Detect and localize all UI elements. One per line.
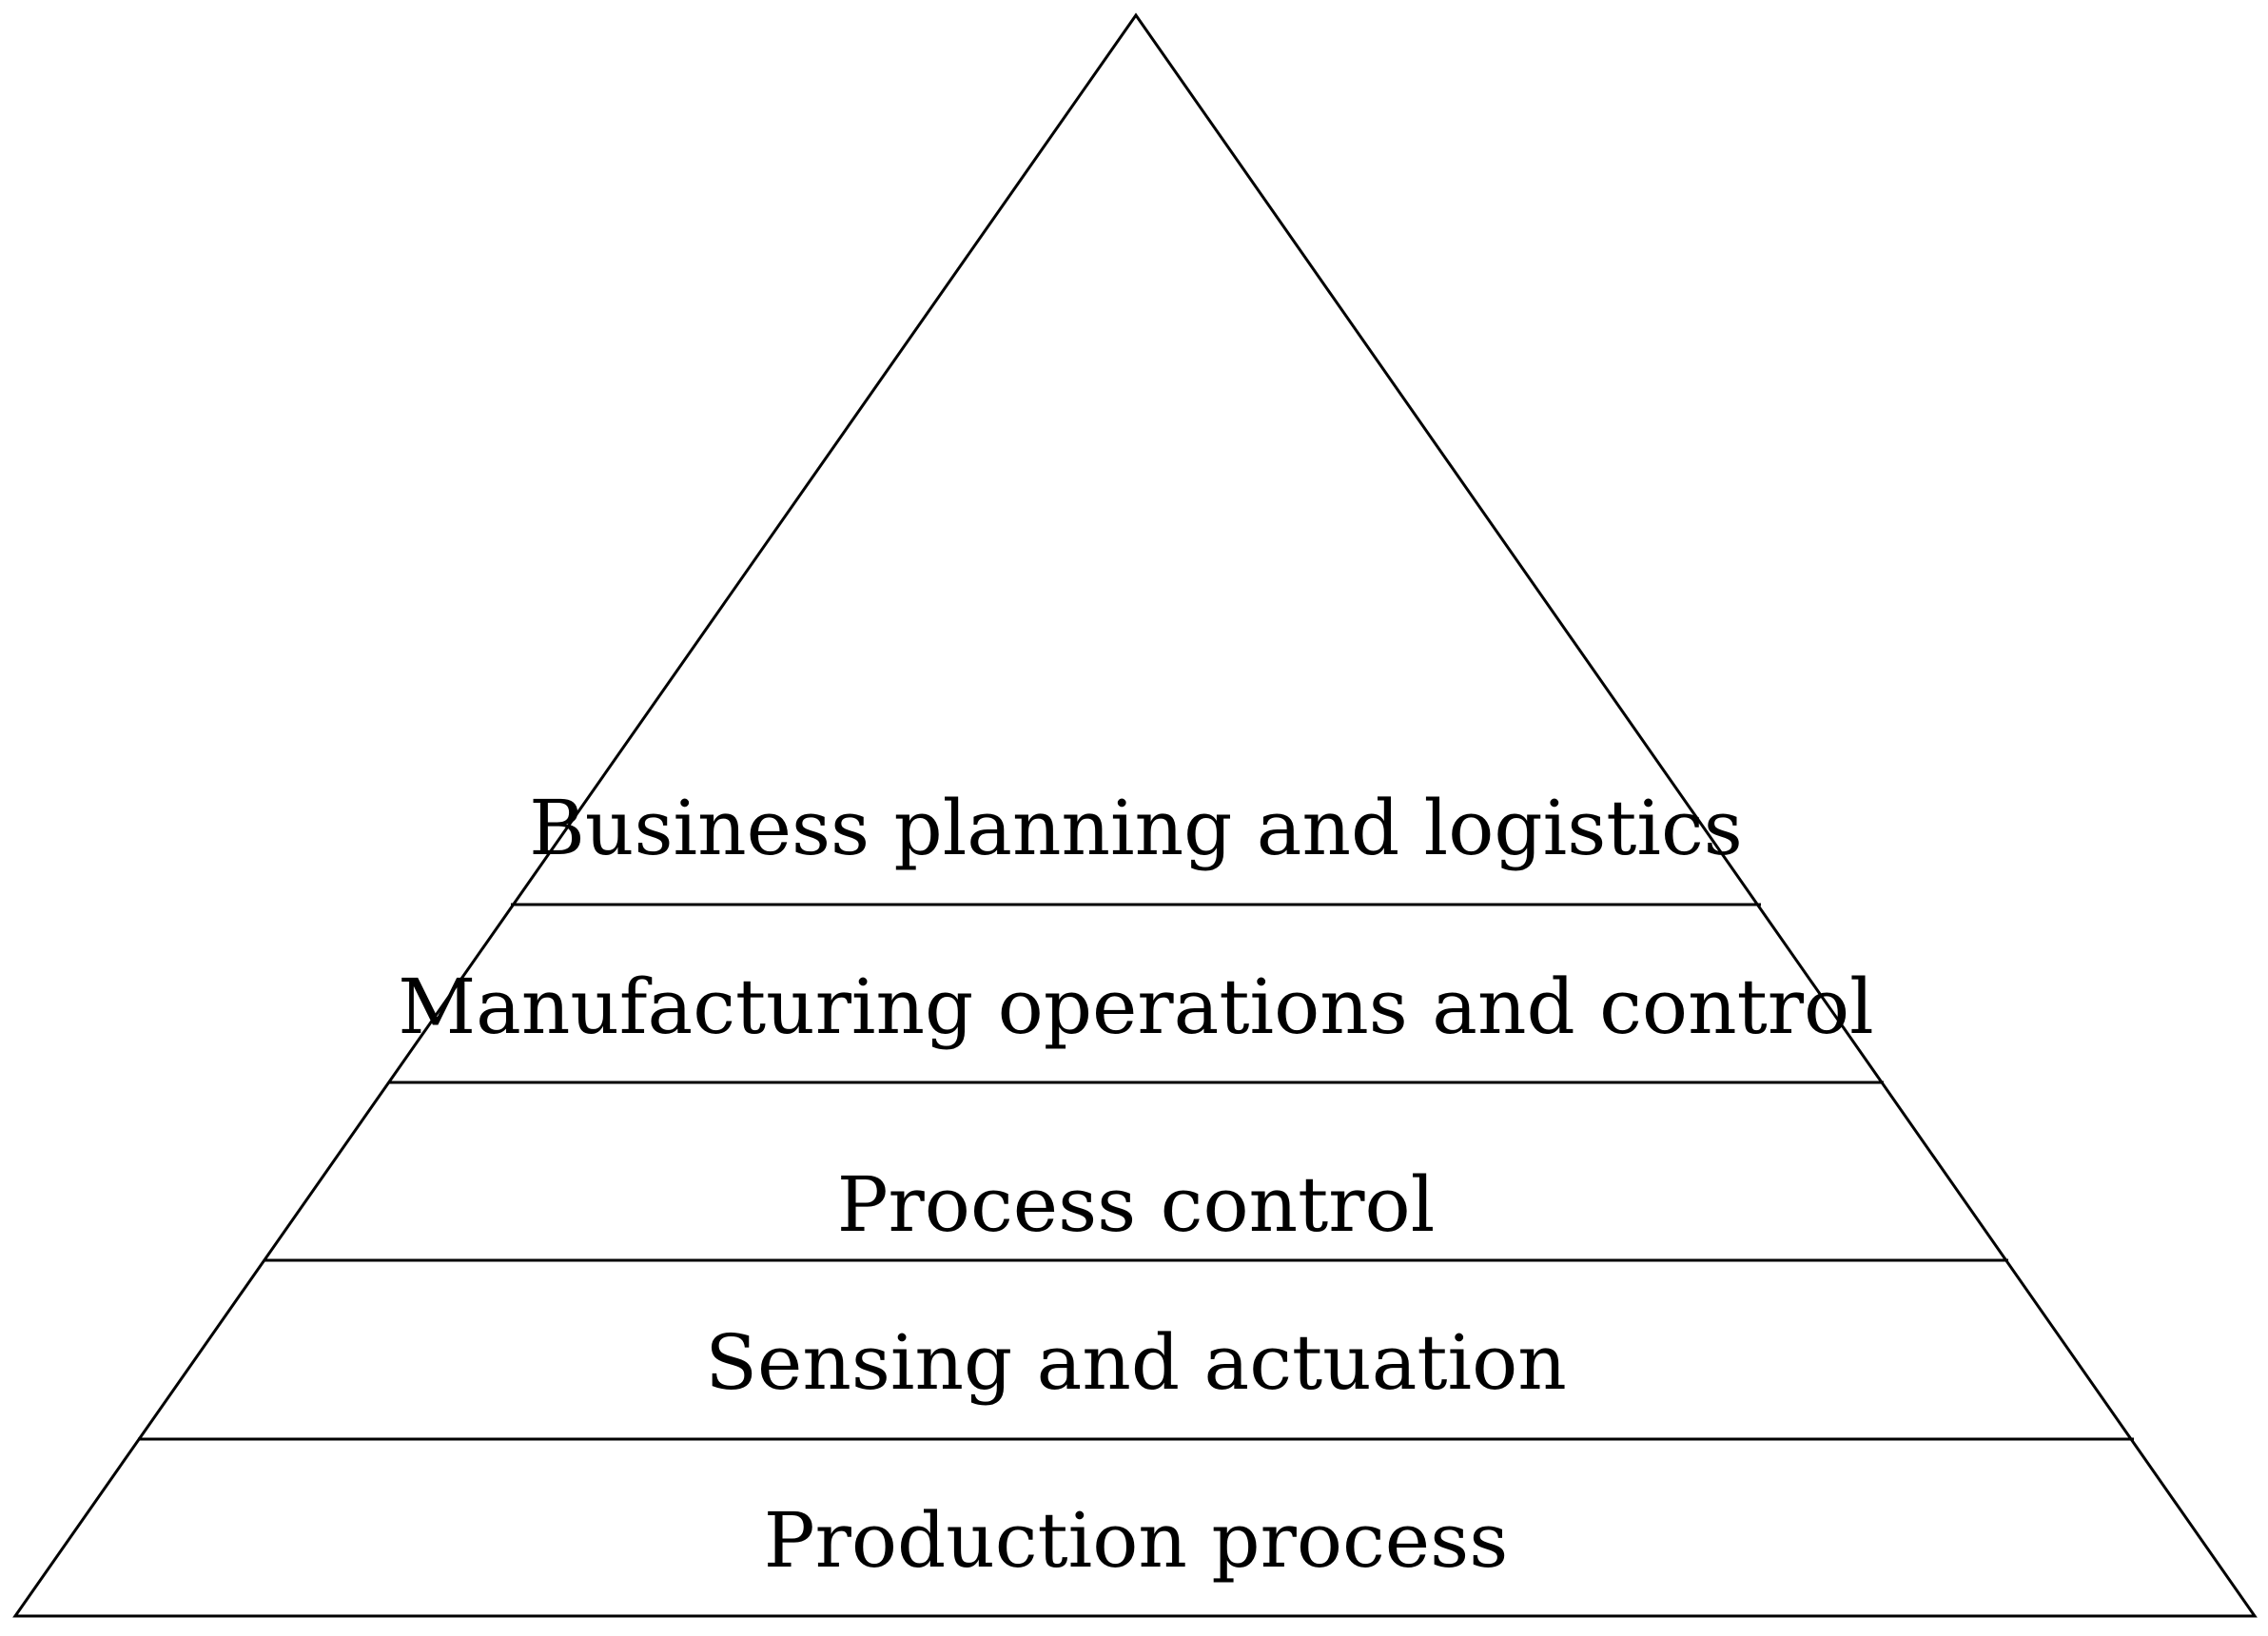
level-label-sensing-actuation: Sensing and actuation [705, 1318, 1567, 1407]
level-label-manufacturing-operations: Manufacturing operations and control [398, 963, 1873, 1051]
level-label-business-planning: Business planning and logistics [529, 784, 1743, 872]
pyramid-outline [12, 12, 2258, 1618]
level-label-process-control: Process control [837, 1160, 1436, 1249]
level-label-production-process: Production process [764, 1496, 1509, 1585]
